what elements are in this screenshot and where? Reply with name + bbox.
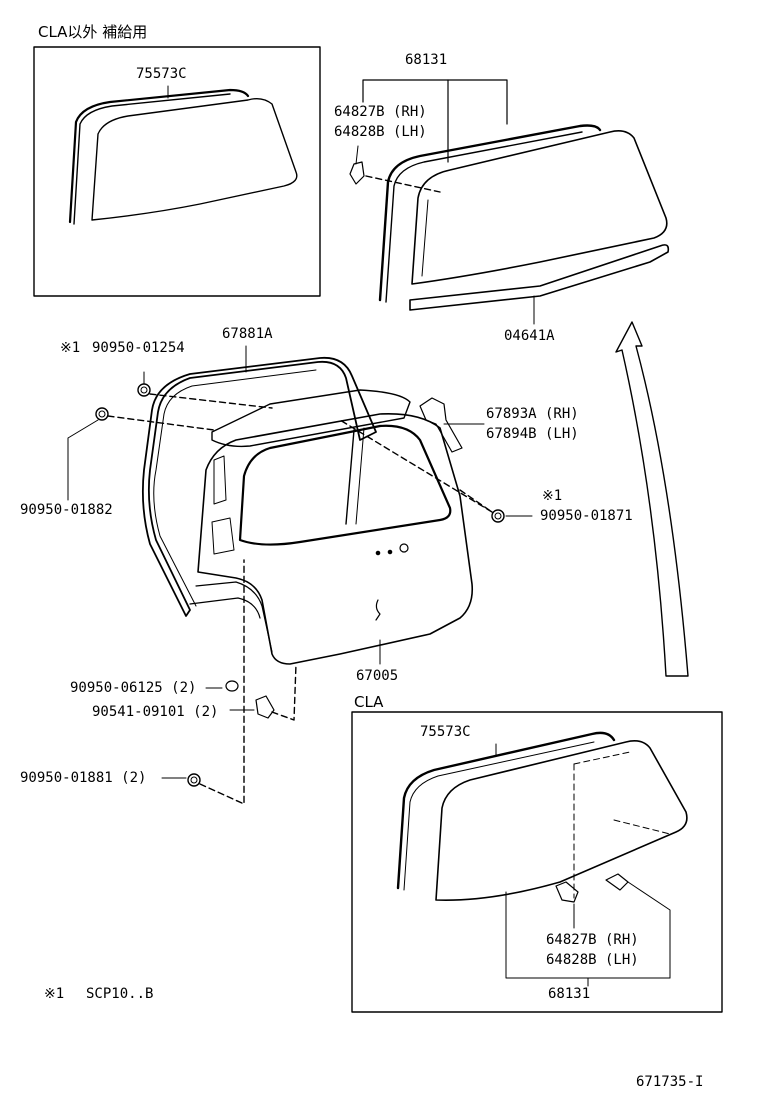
note-mark-1: ※1: [60, 340, 81, 356]
box-header-non-cla: CLA以外 補給用: [38, 23, 148, 41]
label-75573c-top: 75573C: [136, 66, 187, 82]
label-67894b-lh: 67894B (LH): [486, 426, 579, 442]
label-67005: 67005: [356, 668, 399, 684]
note-mark-2: ※1: [542, 488, 563, 504]
box-header-cla: CLA: [354, 693, 384, 711]
top-left-frame: [33, 46, 321, 297]
back-door-assembly: [67, 345, 533, 805]
label-68131: 68131: [405, 52, 448, 68]
bottom-right-box: [351, 711, 723, 1013]
footnote-text: SCP10..B: [86, 986, 154, 1002]
bottom-right-frame: [351, 711, 723, 1013]
label-90950-01871: 90950-01871: [540, 508, 633, 524]
label-64828b-lh-bottom: 64828B (LH): [546, 952, 639, 968]
label-67881a: 67881A: [222, 326, 273, 342]
label-64827b-rh-bottom: 64827B (RH): [546, 932, 639, 948]
label-64827b-rh: 64827B (RH): [334, 104, 427, 120]
label-90950-01882: 90950-01882: [20, 502, 113, 518]
label-90950-01254: 90950-01254: [92, 340, 185, 356]
rear-glass-assembly: [349, 79, 670, 325]
diagram-id: 671735-I: [636, 1074, 704, 1090]
replacement-glass-drawing: [68, 85, 298, 225]
assembly-arrow: [615, 321, 689, 677]
top-left-box: [33, 46, 321, 297]
footnote-mark: ※1: [44, 986, 65, 1002]
label-90950-06125: 90950-06125 (2): [70, 680, 197, 696]
label-75573c-bottom: 75573C: [420, 724, 471, 740]
label-68131-bottom: 68131: [548, 986, 591, 1002]
label-90541-09101: 90541-09101 (2): [92, 704, 219, 720]
label-90950-01881: 90950-01881 (2): [20, 770, 147, 786]
label-64828b-lh: 64828B (LH): [334, 124, 427, 140]
label-67893a-rh: 67893A (RH): [486, 406, 579, 422]
label-04641a: 04641A: [504, 328, 555, 344]
cla-glass-drawing: [396, 731, 688, 987]
